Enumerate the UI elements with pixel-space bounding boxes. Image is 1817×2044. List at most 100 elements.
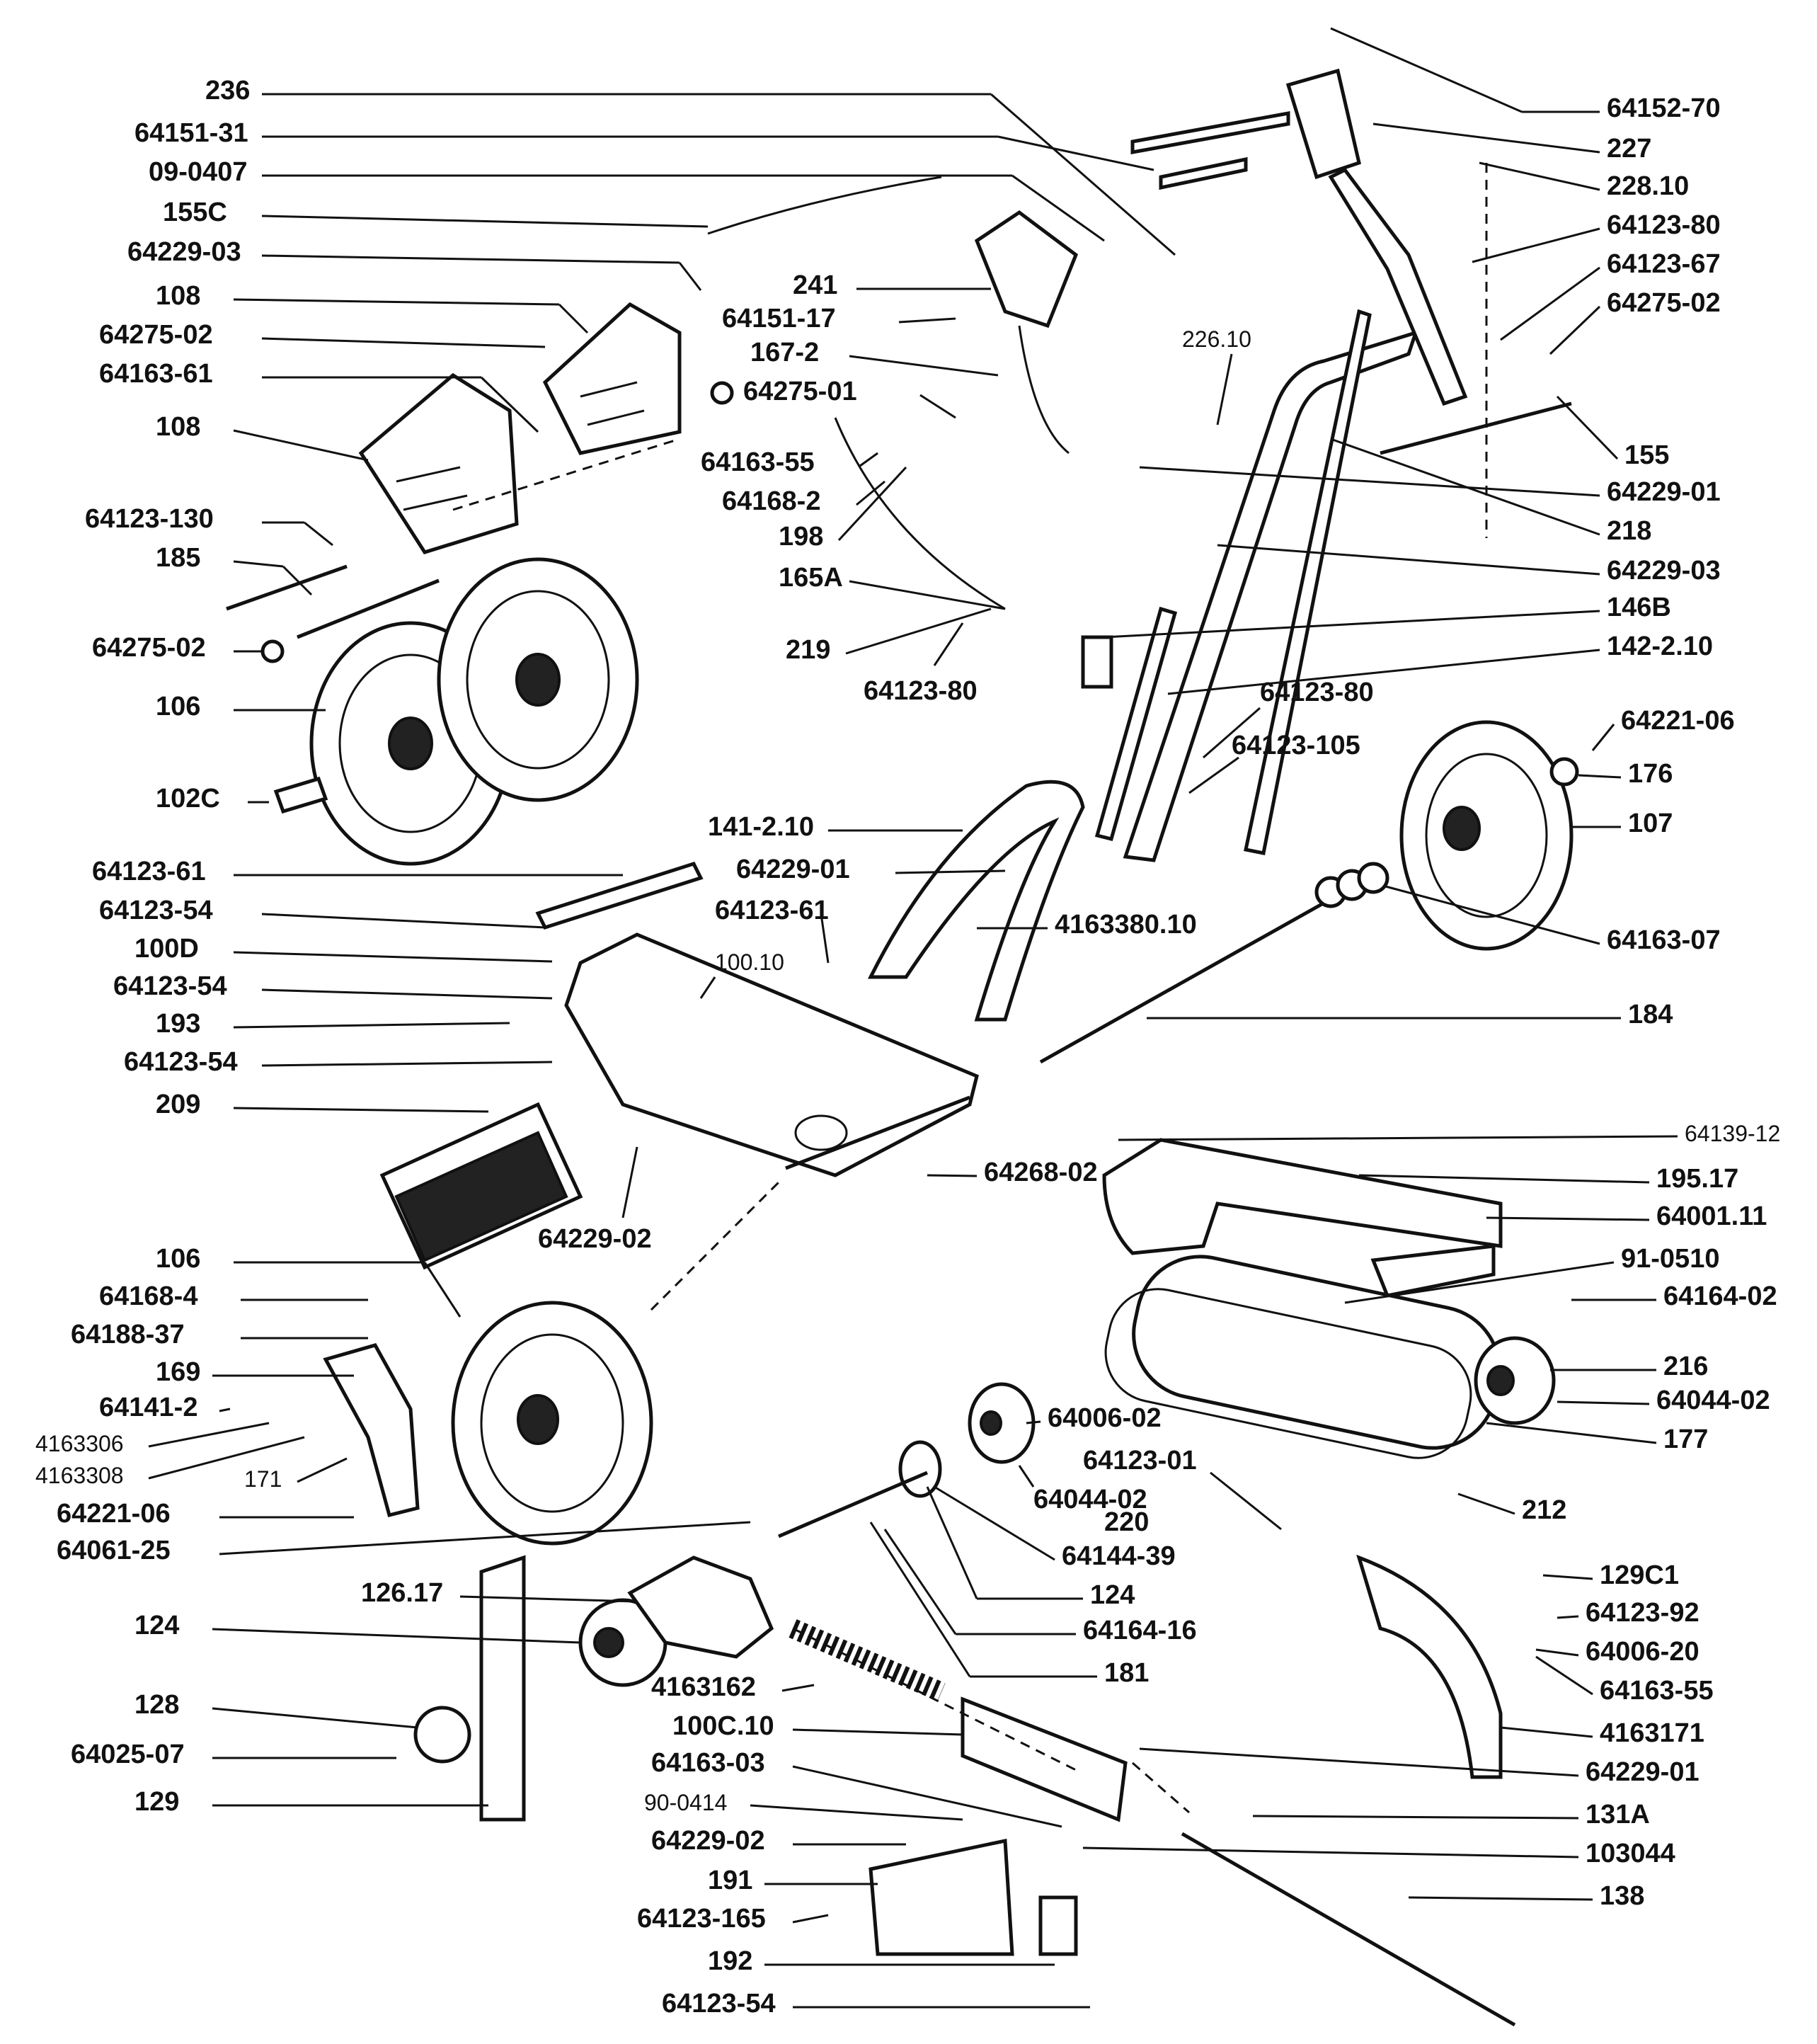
callout: 124 <box>134 1611 581 1644</box>
callout-label: 64168-4 <box>99 1281 197 1311</box>
callout-label: 195.17 <box>1656 1164 1738 1194</box>
callout-label: 64123-54 <box>113 971 227 1001</box>
callout: 4163162 <box>651 1672 815 1702</box>
wheel-plates <box>358 302 682 554</box>
callout-label: 90-0414 <box>644 1790 727 1815</box>
callout-label: 64123-165 <box>637 1904 766 1934</box>
callout-label: 165A <box>779 563 843 593</box>
callout-label: 176 <box>1628 759 1673 789</box>
callout-label: 64229-03 <box>1607 556 1721 586</box>
callout-label: 129C1 <box>1600 1560 1679 1590</box>
callout-label: 64164-02 <box>1663 1281 1777 1311</box>
callout: 64123-165 <box>637 1904 829 1934</box>
callout-label: 193 <box>156 1009 200 1039</box>
assembly-dash-lines <box>452 163 1488 1814</box>
callout: 4163171 <box>1500 1718 1704 1748</box>
callout: 64123-54 <box>113 971 553 1001</box>
callout-label: 64163-55 <box>701 447 815 477</box>
callout: 64123-130 <box>85 504 333 547</box>
callout: 64061-25 <box>57 1521 751 1565</box>
callout-label: 64229-01 <box>1586 1757 1700 1787</box>
callout-label: 100C.10 <box>672 1711 774 1741</box>
callout: 64275-02 <box>92 633 285 663</box>
callout: 4163308 <box>35 1436 305 1488</box>
callout: 106 <box>156 1244 462 1318</box>
wheels-front <box>226 557 639 866</box>
callout: 171 <box>244 1457 348 1492</box>
callout-label: 141-2.10 <box>708 812 814 842</box>
callout-label: 131A <box>1586 1800 1650 1829</box>
center-callouts: 241 64151-17 167-2 64275-01 64163-55 641… <box>361 270 1374 2019</box>
right-callouts: 64152-70 227 228.10 64123-80 64123-67 64… <box>1082 27 1780 1911</box>
callout: 64123-67 <box>1500 249 1721 341</box>
callout: 165A <box>779 563 1006 610</box>
callout-label: 181 <box>1104 1658 1149 1688</box>
callout-label: 171 <box>244 1466 282 1492</box>
callout-label: 184 <box>1628 1000 1673 1029</box>
callout: 64229-01 <box>1139 466 1721 507</box>
callout: 226.10 <box>1182 326 1251 426</box>
callout-label: 185 <box>156 543 200 573</box>
callout: 107 <box>1571 809 1673 838</box>
callout-label: 64164-16 <box>1083 1616 1197 1645</box>
callout-label: 64025-07 <box>71 1740 185 1769</box>
callout: 198 <box>779 466 907 552</box>
callout: 241 <box>793 270 991 300</box>
callout: 64229-01 <box>1139 1747 1700 1787</box>
callout-label: 129 <box>134 1787 179 1817</box>
callout: 103044 <box>1082 1839 1675 1868</box>
callout: 64163-55 <box>1535 1655 1714 1706</box>
callout-label: 64123-80 <box>1607 210 1721 240</box>
callout: 4163380.10 <box>977 910 1197 940</box>
callout-label: 91-0510 <box>1621 1244 1719 1274</box>
callout-label: 64163-55 <box>1600 1676 1714 1706</box>
callout-label: 64151-17 <box>722 304 836 333</box>
callout-label: 191 <box>708 1866 752 1895</box>
callout: 64163-61 <box>99 359 539 433</box>
callout: 155 <box>1380 395 1669 470</box>
callout-label: 102C <box>156 784 220 813</box>
callout-label: 192 <box>708 1946 752 1976</box>
wheel-right <box>1399 720 1574 951</box>
callout: 219 <box>786 607 992 665</box>
callout-label: 64163-07 <box>1607 925 1721 955</box>
callout: 141-2.10 <box>708 812 963 842</box>
callout-label: 64006-20 <box>1586 1637 1700 1667</box>
callout: 64163-55 <box>701 447 878 477</box>
callout-label: 64229-01 <box>736 855 850 884</box>
callout-label: 64229-03 <box>127 237 241 267</box>
callout: 64123-61 <box>715 896 830 964</box>
callout-label: 64123-67 <box>1607 249 1721 279</box>
wheel-rear-left <box>323 1301 653 1546</box>
callout: 142-2.10 <box>1167 632 1713 695</box>
callout: 128 <box>134 1690 418 1729</box>
callout: 64275-01 <box>710 377 956 419</box>
callout-label: 64268-02 <box>984 1158 1098 1187</box>
callout-label: 107 <box>1628 809 1673 838</box>
callout: 64229-02 <box>538 1146 652 1254</box>
callout: 64164-02 <box>1571 1281 1777 1311</box>
callout: 220 <box>1104 1507 1149 1537</box>
callout-label: 4163380.10 <box>1055 910 1197 940</box>
callout: 64141-2 <box>99 1393 231 1422</box>
callout: 227 <box>1372 122 1651 164</box>
callout: 191 <box>708 1866 878 1895</box>
callout: 64139-12 <box>1118 1121 1780 1146</box>
callout: 176 <box>1549 757 1673 789</box>
callout-label: 64006-02 <box>1048 1403 1162 1433</box>
callout-label: 64123-130 <box>85 504 214 534</box>
callout: 138 <box>1408 1881 1644 1911</box>
callout-label: 241 <box>793 270 837 300</box>
callout-label: 64044-02 <box>1033 1485 1147 1514</box>
callout: 64163-03 <box>651 1748 1062 1828</box>
callout: 181 <box>869 1521 1149 1688</box>
callout-label: 228.10 <box>1607 171 1689 201</box>
callout: 64163-07 <box>1314 862 1721 955</box>
callout-label: 64151-31 <box>134 118 248 148</box>
callout-label: 209 <box>156 1090 200 1119</box>
callout-label: 64229-02 <box>538 1224 652 1254</box>
callout-label: 169 <box>156 1357 200 1387</box>
callout: 64025-07 <box>71 1740 396 1769</box>
callout: 155C <box>163 198 709 228</box>
belt-cover <box>1102 1138 1503 1459</box>
